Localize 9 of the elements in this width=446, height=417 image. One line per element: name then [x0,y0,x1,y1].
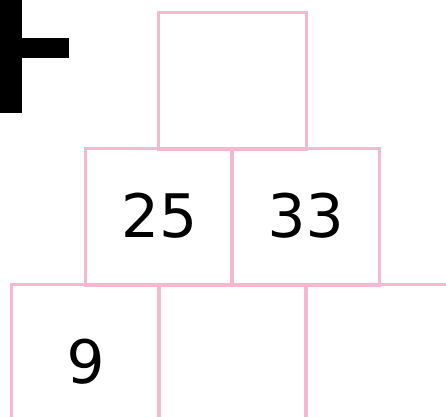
number-text: 25 [120,187,198,247]
empty-box [304,283,446,417]
number-box [230,147,381,287]
number-text: 9 [66,333,105,393]
number-box [84,147,234,287]
number-box [10,283,161,417]
number-text: 33 [267,187,344,247]
empty-box [157,11,308,151]
empty-box [157,283,308,417]
